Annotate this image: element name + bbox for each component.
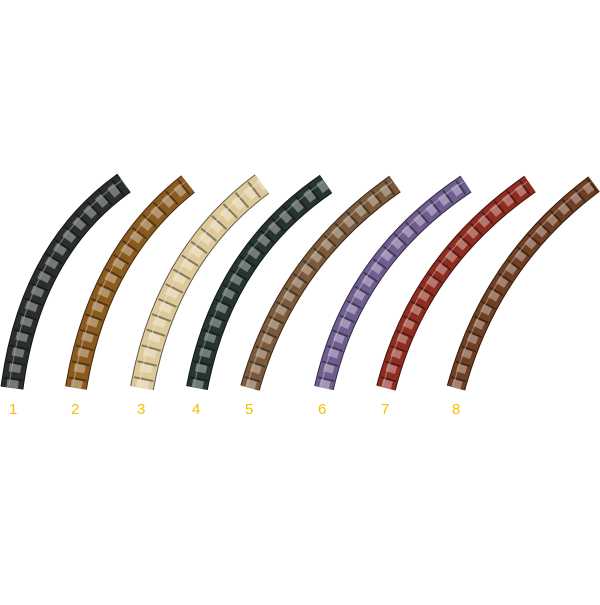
cord-1-braid-highlight [6,178,128,389]
cord-4-edge [193,181,324,387]
cord-8 [446,176,600,391]
cord-7 [376,175,536,391]
swatch-label-2: 2 [71,401,80,418]
swatch-label-5: 5 [245,401,254,418]
swatch-label-3: 3 [137,401,146,418]
cord-6 [314,175,472,391]
cord-5 [240,175,401,391]
cord-3 [130,174,270,391]
cord-2-edge [72,181,186,387]
cord-1 [0,173,131,390]
cord-2-braid-highlight [70,179,192,389]
cord-4-braid-shadow [188,176,332,390]
cord-5-edge [246,181,393,387]
cord-6-braid-highlight [319,179,469,390]
cord-1-edge [8,180,122,387]
cord-4 [186,174,333,391]
cord-6-edge [320,181,464,387]
swatch-label-6: 6 [318,401,327,418]
swatch-label-8: 8 [452,401,461,418]
cord-8-braid-highlight [451,180,597,390]
cord-5-braid-highlight [245,179,398,390]
cord-3-edge [138,181,260,387]
swatch-label-7: 7 [381,401,390,418]
swatch-label-1: 1 [9,401,18,418]
cord-3-braid-highlight [136,179,266,390]
cord-8-edge [452,181,592,387]
cord-7-braid-highlight [381,179,533,390]
swatch-label-4: 4 [192,401,201,418]
cord-2 [65,175,195,390]
cord-7-edge [382,181,528,387]
